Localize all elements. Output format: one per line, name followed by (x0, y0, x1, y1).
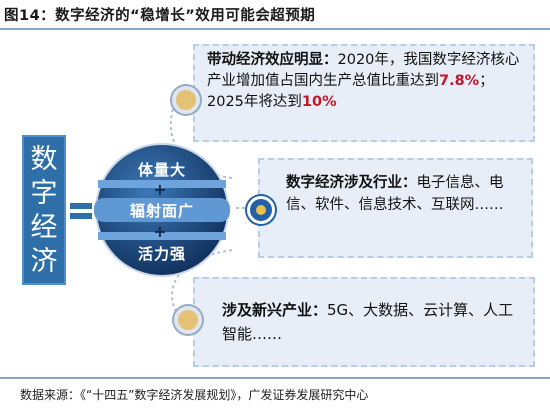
layer-reach: 辐射面广 (129, 202, 194, 220)
card-body: ；2025年将达到 (207, 73, 494, 110)
layer-volume: 体量大 (137, 161, 186, 179)
value-2020: 7.8% (439, 73, 480, 89)
card-economic-effect-text: 带动经济效应明显：2020年，我国数字经济核心产业增加值占国内生产总值比重达到7… (207, 50, 527, 113)
card-emerging-text: 涉及新兴产业：5G、大数据、云计算、人工智能…… (222, 298, 522, 346)
plus-sign: + (153, 222, 167, 241)
card-heading: 涉及新兴产业： (222, 301, 328, 319)
card-heading: 带动经济效应明显： (207, 52, 338, 68)
card-heading: 数字经济涉及行业： (286, 175, 417, 191)
sphere-band-bottom (98, 232, 226, 240)
equals-sign (70, 200, 92, 222)
label-char: 字 (30, 178, 58, 209)
sphere-band-top (98, 180, 226, 188)
digital-economy-label: 数 字 经 济 (22, 135, 66, 285)
card-body: 5G、大数据、云计算、人工智能…… (222, 301, 514, 343)
center-sphere (94, 143, 230, 277)
node-top (172, 86, 200, 114)
card-body: 电子信息、电信、软件、信息技术、互联网…… (286, 175, 504, 213)
value-2025: 10% (301, 94, 337, 110)
card-industries (258, 158, 533, 258)
label-char: 经 (30, 212, 58, 243)
card-emerging (193, 277, 535, 367)
source-note: 数据来源：《“十四五”数字经济发展规划》，广发证券发展研究中心 (20, 388, 369, 402)
top-rule (0, 28, 550, 30)
card-body: 2020年，我国数字经济核心产业增加值占国内生产总值比重达到 (207, 52, 520, 89)
layer-vitality: 活力强 (137, 245, 186, 263)
sphere-band-middle (94, 198, 230, 222)
label-char: 济 (30, 246, 58, 277)
figure-title: 图14：数字经济的“稳增长”效用可能会超预期 (4, 8, 316, 24)
node-bottom (174, 306, 202, 334)
plus-sign: + (153, 180, 167, 199)
card-industries-text: 数字经济涉及行业：电子信息、电信、软件、信息技术、互联网…… (286, 172, 524, 216)
card-economic-effect (193, 44, 535, 142)
bottom-rule (0, 377, 550, 379)
node-middle (247, 196, 275, 224)
label-char: 数 (30, 144, 58, 175)
